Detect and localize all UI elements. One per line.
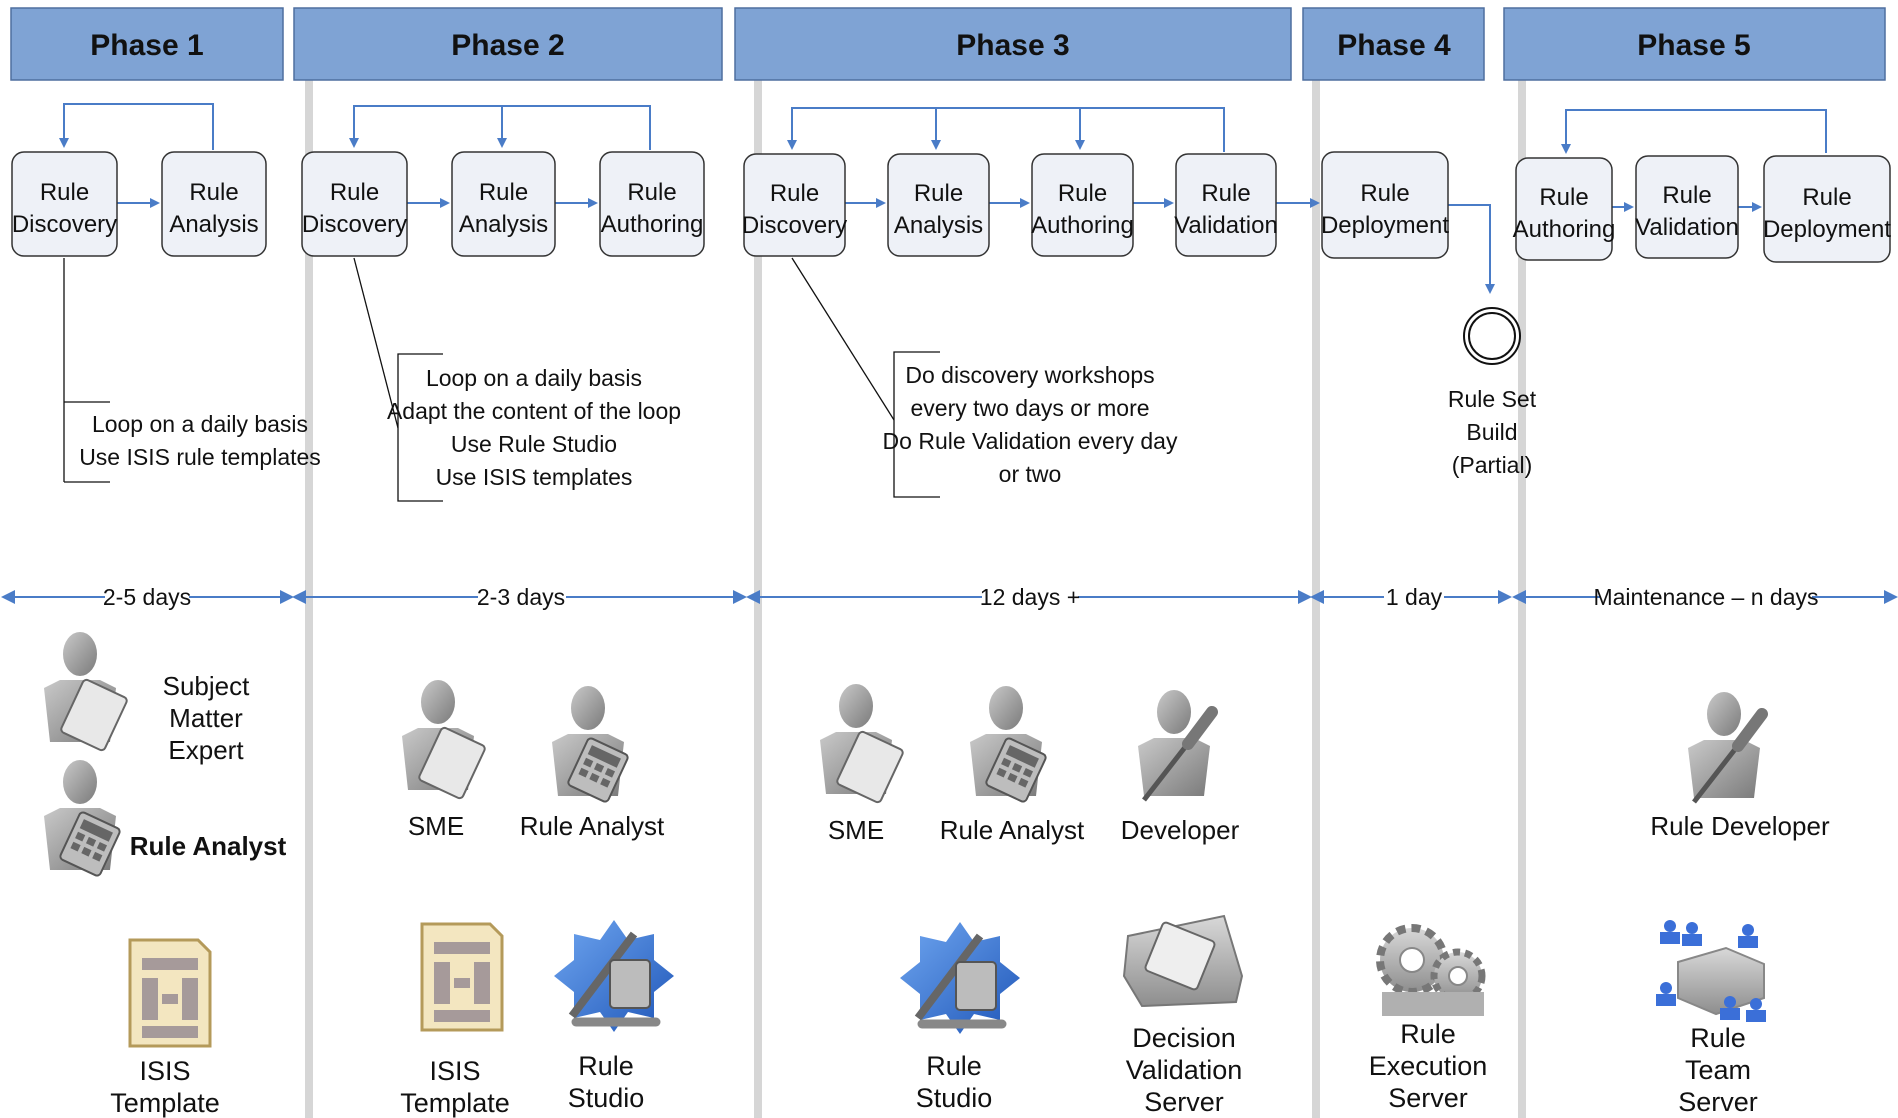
person-with-tablet-icon xyxy=(44,632,128,752)
role-analyst-phase3: Rule Analyst xyxy=(940,815,1085,845)
role-analyst-phase2: Rule Analyst xyxy=(520,811,665,841)
role-sme-phase3: SME xyxy=(828,815,884,845)
phase-2-header: Phase 2 xyxy=(293,7,723,81)
phase-4-title: Phase 4 xyxy=(1337,29,1451,62)
phase-2-title: Phase 2 xyxy=(451,29,564,62)
person-with-calculator-icon xyxy=(552,686,629,803)
document-template-icon xyxy=(128,938,212,1048)
person-with-screwdriver-icon xyxy=(1688,692,1768,804)
execution-server-gears-icon xyxy=(1376,924,1486,1016)
duration-labels: 2-5 days 2-3 days 12 days + 1 day Mainte… xyxy=(103,582,1819,610)
phase-4-duration: 1 day xyxy=(1386,584,1443,610)
phase-3-header: Phase 3 xyxy=(734,7,1292,81)
role-developer-phase3: Developer xyxy=(1121,815,1240,845)
roles xyxy=(44,632,1768,877)
annotations xyxy=(63,257,940,502)
tools-gear-icon xyxy=(900,922,1020,1034)
phase-1-duration: 2-5 days xyxy=(103,584,191,610)
person-with-tablet-icon xyxy=(820,684,904,804)
phase-4-header: Phase 4 xyxy=(1302,7,1485,81)
phase-1-title: Phase 1 xyxy=(90,29,203,62)
role-rule-developer-phase5: Rule Developer xyxy=(1650,811,1830,841)
role-sme-phase2: SME xyxy=(408,811,464,841)
team-server-icon xyxy=(1656,920,1766,1022)
phase-5-title: Phase 5 xyxy=(1637,29,1750,62)
person-with-screwdriver-icon xyxy=(1138,690,1218,802)
phase-5-header: Phase 5 xyxy=(1503,7,1886,81)
person-with-tablet-icon xyxy=(402,680,486,800)
document-template-icon xyxy=(420,922,504,1032)
phase-3-title: Phase 3 xyxy=(956,29,1069,62)
tools xyxy=(128,914,1766,1048)
role-analyst-phase1: Rule Analyst xyxy=(130,831,287,861)
person-with-calculator-icon xyxy=(44,760,121,877)
validation-server-icon xyxy=(1122,914,1244,1008)
flow-connectors xyxy=(59,103,1827,294)
phase-1-header: Phase 1 xyxy=(10,7,284,81)
person-with-calculator-icon xyxy=(970,686,1047,803)
tools-gear-icon xyxy=(554,920,674,1032)
phase-3-duration: 12 days + xyxy=(980,584,1080,610)
phase-2-duration: 2-3 days xyxy=(477,584,565,610)
phase-5-duration: Maintenance – n days xyxy=(1593,584,1818,610)
phase-headers: Phase 1 Phase 2 Phase 3 Phase 4 Phase 5 xyxy=(10,7,1886,81)
